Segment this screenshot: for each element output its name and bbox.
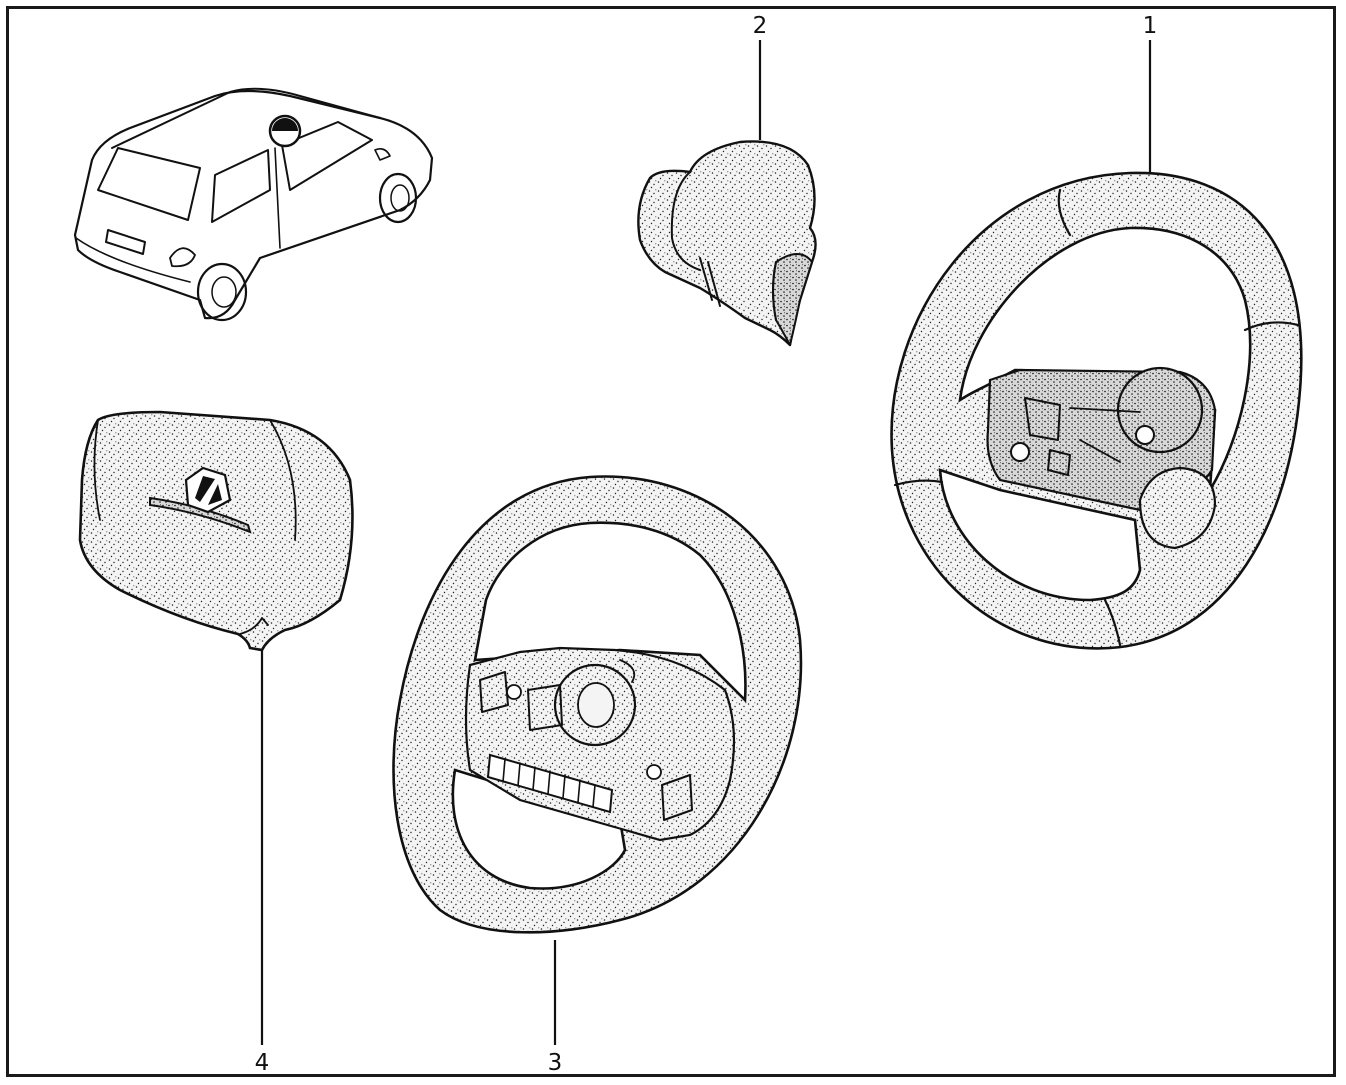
- callout-4-label: 4: [255, 1050, 270, 1076]
- column-shroud-icon: [637, 140, 817, 347]
- car-location-icon: [73, 87, 434, 322]
- callout-2-label: 2: [753, 13, 768, 39]
- callout-1: 1: [1143, 13, 1158, 172]
- callout-4: 4: [255, 650, 270, 1076]
- steering-wheel-two-spoke-icon: [890, 171, 1303, 650]
- airbag-cover-icon: [78, 410, 354, 652]
- callout-1-label: 1: [1143, 13, 1158, 39]
- button-strip-icon: [486, 753, 614, 814]
- callout-3-label: 3: [548, 1050, 563, 1076]
- figure-frame: [6, 6, 1336, 1077]
- steering-wheel-with-switches-icon: [392, 475, 803, 934]
- callout-3: 3: [548, 940, 563, 1076]
- callout-2: 2: [753, 13, 768, 140]
